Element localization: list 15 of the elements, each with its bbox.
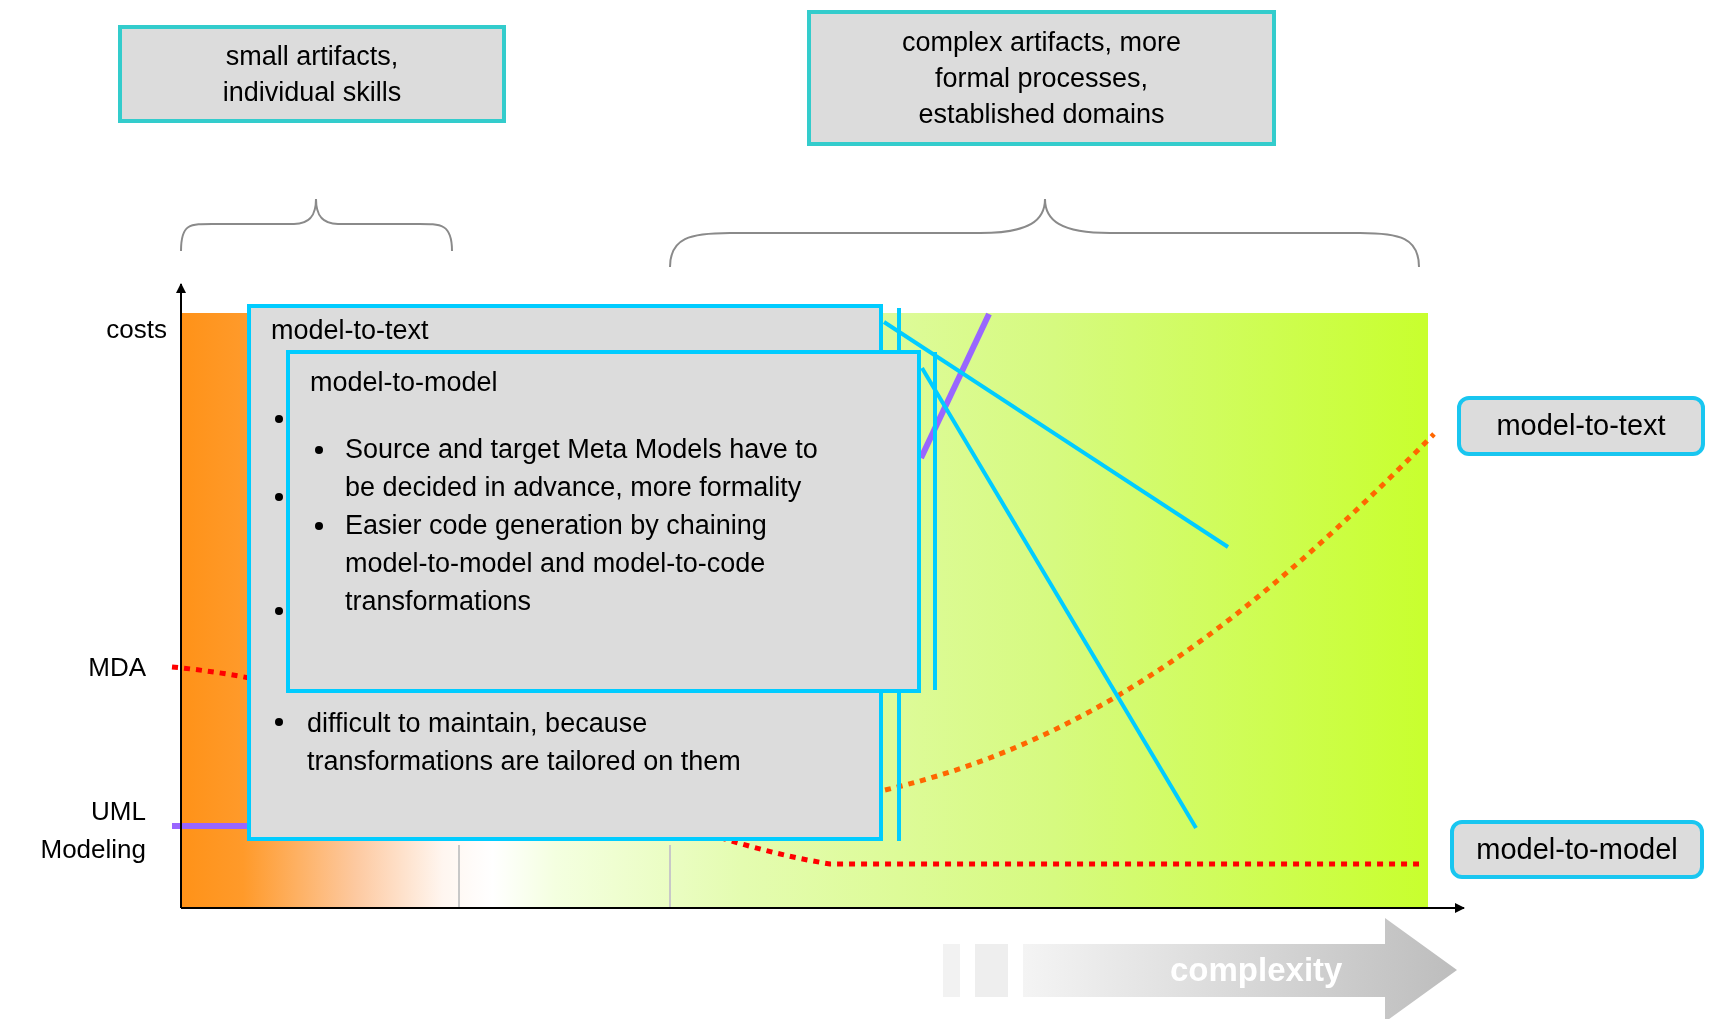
callout-text: difficult to maintain, because transformations are tailored on them <box>307 707 742 778</box>
axis-label: UML Modeling <box>39 795 146 866</box>
axis-label: MDA <box>87 651 146 684</box>
leader-line <box>920 366 1198 830</box>
axis-label: costs <box>105 313 167 346</box>
callout-heading: model-to-text <box>271 314 429 346</box>
callout-text: Source and target Meta Models have to be decided in advance, more formality <box>345 433 819 504</box>
callout-text: Easier code generation by chaining model-to-model and model-to-code transformations <box>345 509 768 618</box>
text-box: complex artifacts, more formal processes, established domains <box>807 10 1276 146</box>
leader-line <box>882 320 1230 549</box>
callout-heading: model-to-model <box>310 366 499 399</box>
callout-box <box>286 350 921 693</box>
curve-label-box: model-to-text <box>1457 396 1705 456</box>
curve-label-box: model-to-model <box>1450 820 1704 879</box>
text-box: small artifacts, individual skills <box>118 25 506 123</box>
